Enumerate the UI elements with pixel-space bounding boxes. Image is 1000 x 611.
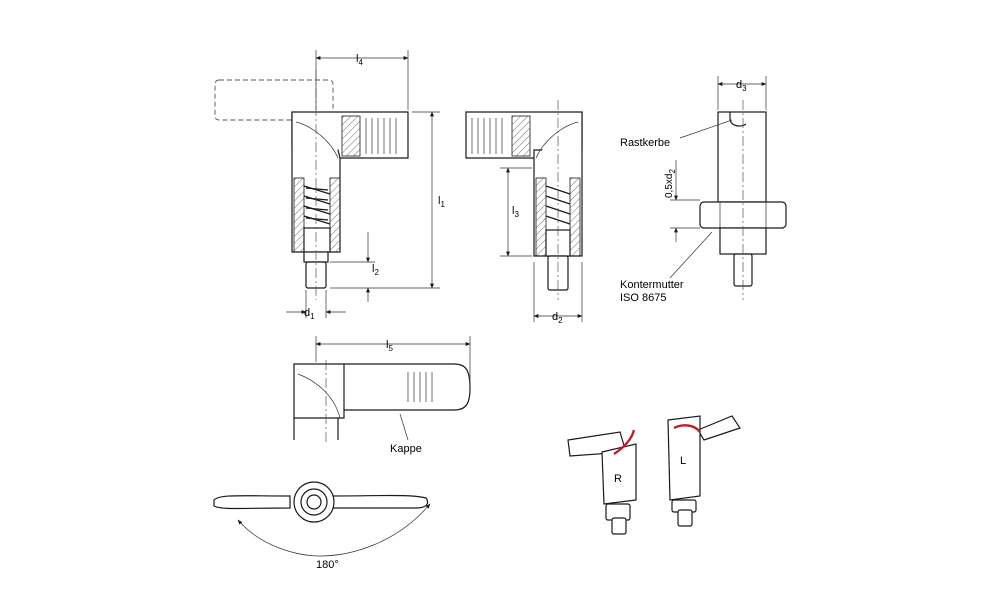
label-l3: l3 [512, 205, 519, 219]
label-iso-8675: ISO 8675 [620, 292, 666, 304]
view-left-hand-variant [667, 415, 741, 527]
label-rastkerbe: Rastkerbe [620, 137, 670, 149]
label-l1: l1 [438, 195, 445, 209]
label-kontermutter: Kontermutter [620, 279, 684, 291]
label-d2: d2 [552, 311, 563, 325]
view-left-section [214, 50, 440, 318]
label-l2: l2 [372, 263, 379, 277]
label-d3: d3 [736, 79, 747, 93]
view-right-section [465, 100, 583, 322]
label-kappe: Kappe [390, 443, 422, 455]
view-plan-rotation [213, 481, 431, 557]
label-left-variant: L [680, 455, 686, 467]
label-angle-180: 180° [316, 559, 339, 571]
view-side-locknut [669, 76, 787, 300]
label-d1: d1 [304, 307, 315, 321]
label-l4: l4 [356, 53, 363, 67]
label-half-d2: 0,5xd2 [664, 169, 677, 198]
label-l5: l5 [386, 339, 393, 353]
view-right-hand-variant [567, 429, 637, 535]
label-right-variant: R [614, 473, 622, 485]
view-top-kappe [293, 336, 471, 445]
